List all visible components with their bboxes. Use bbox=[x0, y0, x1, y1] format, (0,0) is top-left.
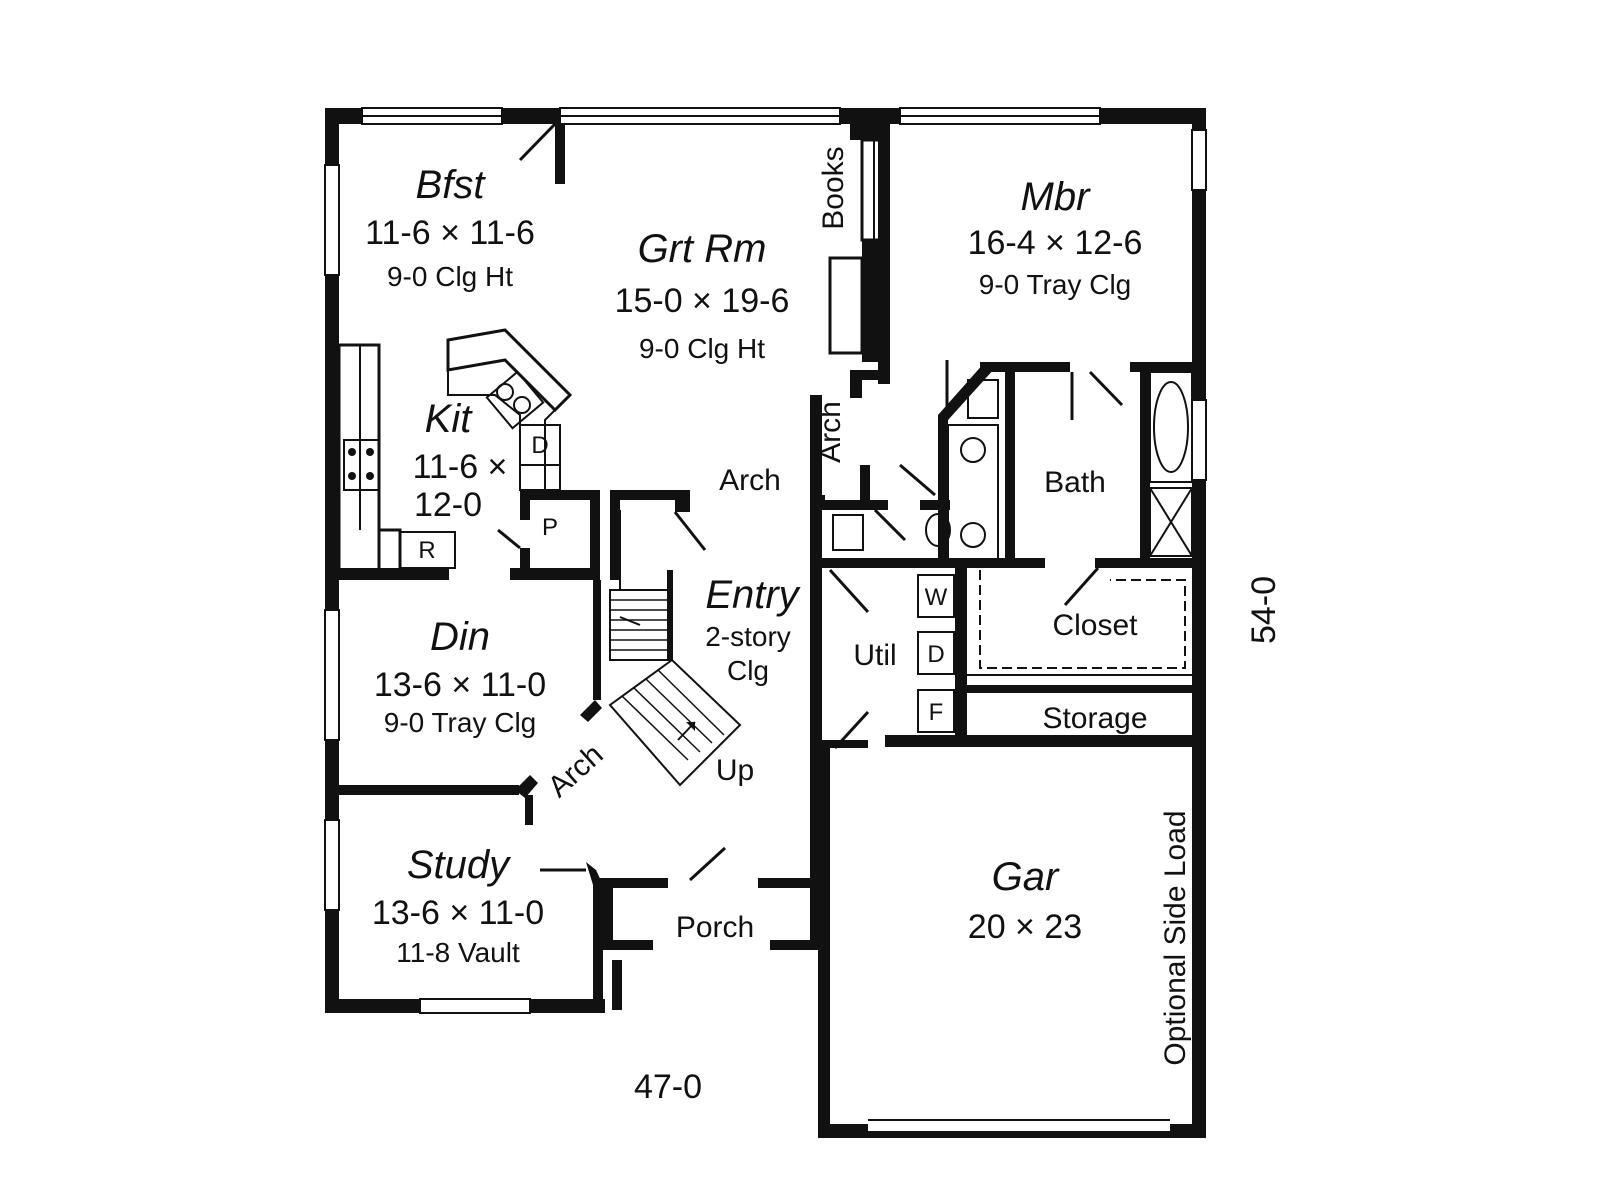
din-size: 13-6 × 11-0 bbox=[374, 666, 546, 704]
room-label-din: Din 13-6 × 11-0 9-0 Tray Clg bbox=[374, 615, 546, 738]
up-label: Up bbox=[716, 754, 754, 787]
fireplace bbox=[828, 240, 880, 362]
arch-vertical-label: Arch bbox=[814, 401, 847, 463]
closet-shelving bbox=[967, 570, 1192, 676]
optional-side-load-label: Optional Side Load bbox=[1159, 810, 1192, 1065]
kit-size-line2: 12-0 bbox=[414, 486, 482, 524]
room-label-grt-rm: Grt Rm 15-0 × 19-6 9-0 Clg Ht bbox=[615, 227, 790, 364]
grt-rm-note: 9-0 Clg Ht bbox=[639, 333, 765, 364]
dishwasher-label: D bbox=[531, 432, 548, 459]
bfst-name: Bfst bbox=[416, 163, 487, 207]
dryer-label: D bbox=[927, 641, 944, 668]
stairs bbox=[608, 510, 742, 787]
freezer-label: F bbox=[929, 699, 944, 726]
kitchen-counters bbox=[337, 343, 561, 572]
din-name: Din bbox=[430, 615, 490, 659]
room-label-study: Study 13-6 × 11-0 11-8 Vault bbox=[372, 843, 544, 968]
entry-note-line2: Clg bbox=[727, 655, 769, 686]
refrigerator-label: R bbox=[418, 537, 435, 564]
garage-front-door bbox=[868, 1119, 1170, 1131]
arch-center-label: Arch bbox=[719, 464, 781, 497]
room-label-gar: Gar 20 × 23 bbox=[968, 855, 1082, 946]
gar-size: 20 × 23 bbox=[968, 908, 1082, 946]
storage-label: Storage bbox=[1042, 702, 1147, 735]
util-label: Util bbox=[853, 639, 896, 672]
laundry-appliances bbox=[917, 574, 955, 733]
room-label-entry: Entry 2-story Clg bbox=[705, 573, 801, 686]
bath-label: Bath bbox=[1044, 466, 1106, 499]
study-size: 13-6 × 11-0 bbox=[372, 894, 544, 932]
study-note: 11-8 Vault bbox=[396, 937, 520, 968]
entry-name: Entry bbox=[705, 573, 801, 617]
windows bbox=[324, 107, 1207, 1014]
mbr-note: 9-0 Tray Clg bbox=[979, 269, 1132, 300]
porch-label: Porch bbox=[676, 911, 754, 944]
arch-diagonal-label: Arch bbox=[542, 738, 610, 804]
mbr-size: 16-4 × 12-6 bbox=[968, 224, 1143, 262]
pantry-label: P bbox=[542, 514, 558, 541]
bfst-size: 11-6 × 11-6 bbox=[365, 214, 535, 252]
grt-rm-size: 15-0 × 19-6 bbox=[615, 282, 790, 320]
books-label: Books bbox=[817, 146, 850, 229]
depth-dimension: 54-0 bbox=[1245, 576, 1283, 644]
gar-name: Gar bbox=[992, 855, 1060, 899]
entry-note-line1: 2-story bbox=[705, 621, 791, 652]
room-label-bfst: Bfst 11-6 × 11-6 9-0 Clg Ht bbox=[365, 163, 535, 292]
bfst-note: 9-0 Clg Ht bbox=[387, 261, 513, 292]
closet-label: Closet bbox=[1052, 609, 1138, 642]
room-label-mbr: Mbr 16-4 × 12-6 9-0 Tray Clg bbox=[968, 175, 1143, 300]
width-dimension: 47-0 bbox=[634, 1068, 702, 1106]
grt-rm-name: Grt Rm bbox=[638, 227, 767, 271]
mbr-name: Mbr bbox=[1021, 175, 1092, 219]
study-name: Study bbox=[407, 843, 512, 887]
room-label-kit: Kit 11-6 × 12-0 bbox=[413, 397, 508, 524]
kit-name: Kit bbox=[425, 397, 474, 441]
door-swings bbox=[497, 122, 1124, 882]
washer-label: W bbox=[925, 584, 948, 611]
din-note: 9-0 Tray Clg bbox=[384, 707, 537, 738]
bath-fixtures bbox=[832, 371, 1193, 561]
kit-size-line1: 11-6 × bbox=[413, 448, 508, 486]
